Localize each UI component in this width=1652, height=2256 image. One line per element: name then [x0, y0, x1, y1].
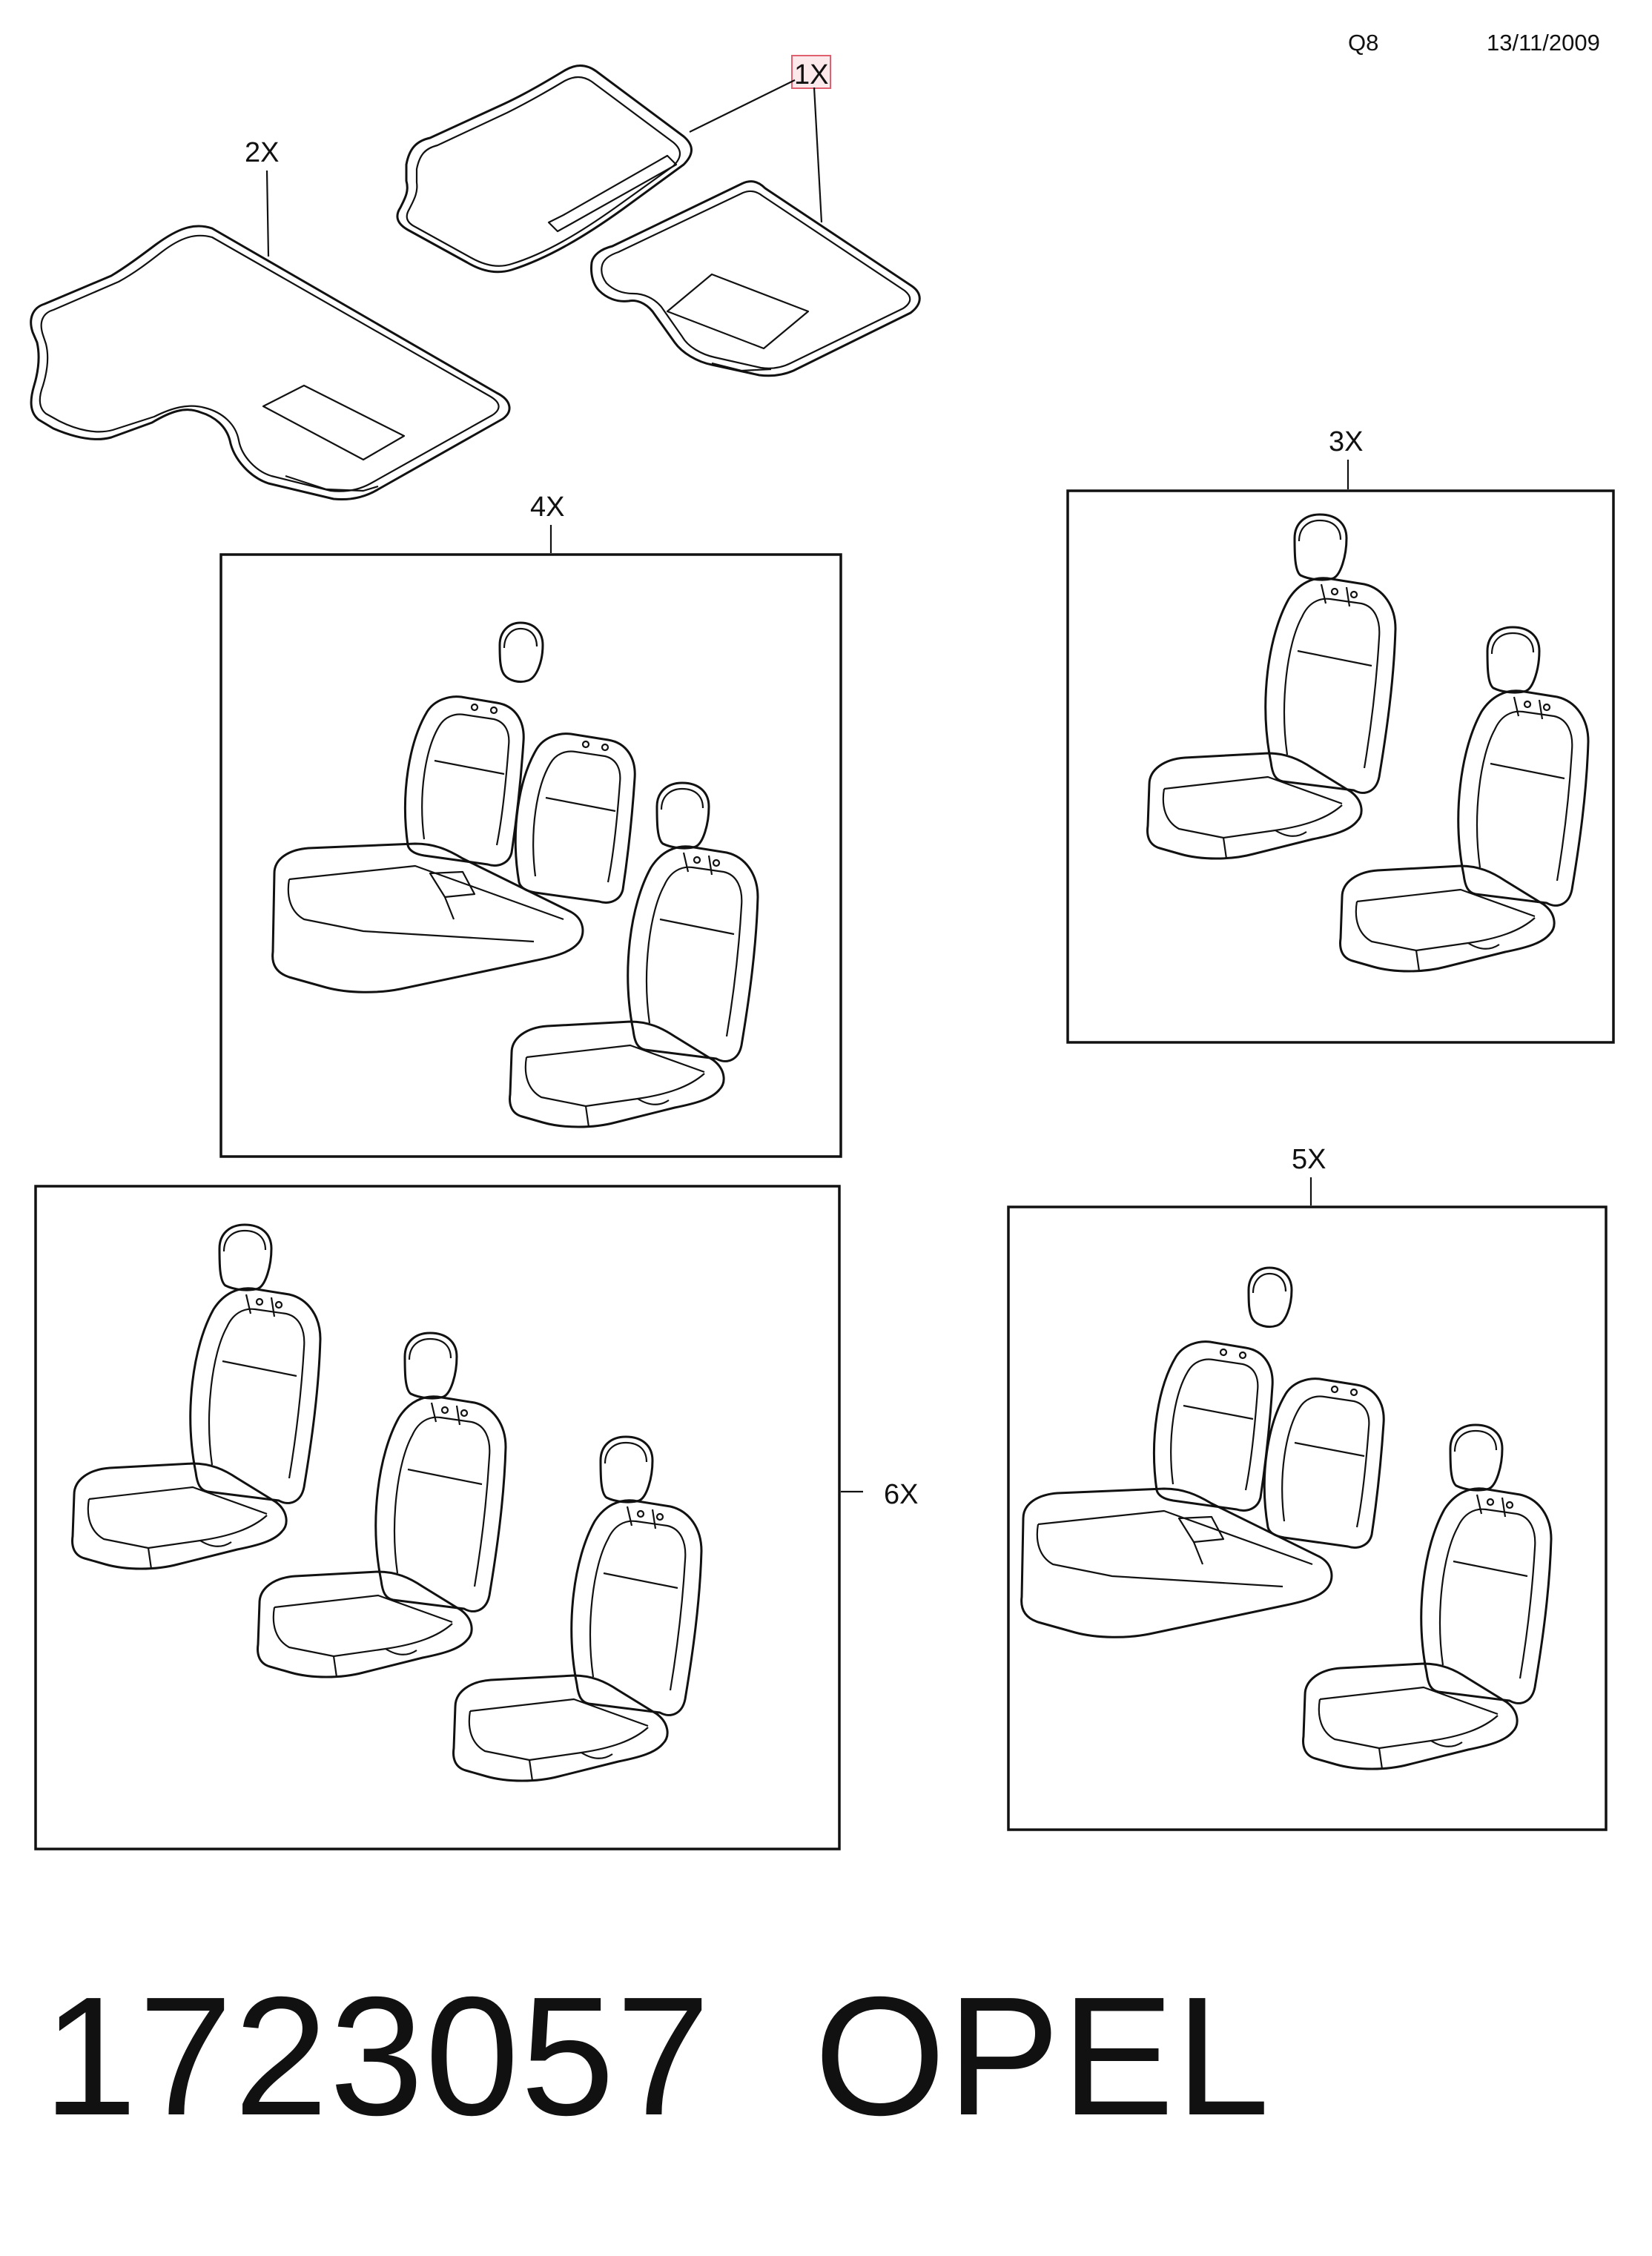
- front-seat-3x-right: [1339, 626, 1590, 973]
- box-4x: [219, 553, 842, 1158]
- front-seat-5x: [1302, 1423, 1553, 1770]
- diagram-code: Q8: [1348, 30, 1379, 56]
- callout-4x[interactable]: 4X: [530, 492, 564, 523]
- front-seat-6x-3: [452, 1435, 703, 1782]
- box-6x: [34, 1185, 841, 1850]
- callout-1x[interactable]: 1X: [794, 59, 828, 90]
- rear-floor-mat: [30, 225, 511, 501]
- part-number: 1723057: [43, 1962, 712, 2151]
- front-seat-6x-1: [71, 1223, 322, 1570]
- box-5x: [1007, 1205, 1608, 1831]
- callout-3x[interactable]: 3X: [1329, 426, 1363, 457]
- front-left-floor-mat: [396, 64, 693, 274]
- bench-seat-4x: [271, 621, 636, 993]
- front-seat-4x: [509, 781, 759, 1128]
- front-seat-3x-left: [1146, 513, 1397, 860]
- brand-name: OPEL: [814, 1962, 1272, 2151]
- callout-5x[interactable]: 5X: [1292, 1144, 1326, 1175]
- front-right-floor-mat: [590, 180, 921, 377]
- diagram-date: 13/11/2009: [1487, 30, 1600, 56]
- front-seat-6x-2: [257, 1332, 507, 1678]
- callout-highlight: [791, 55, 831, 89]
- bench-seat-5x: [1020, 1266, 1385, 1638]
- callout-6x[interactable]: 6X: [884, 1479, 918, 1510]
- callout-2x[interactable]: 2X: [245, 137, 279, 168]
- box-3x: [1066, 489, 1615, 1044]
